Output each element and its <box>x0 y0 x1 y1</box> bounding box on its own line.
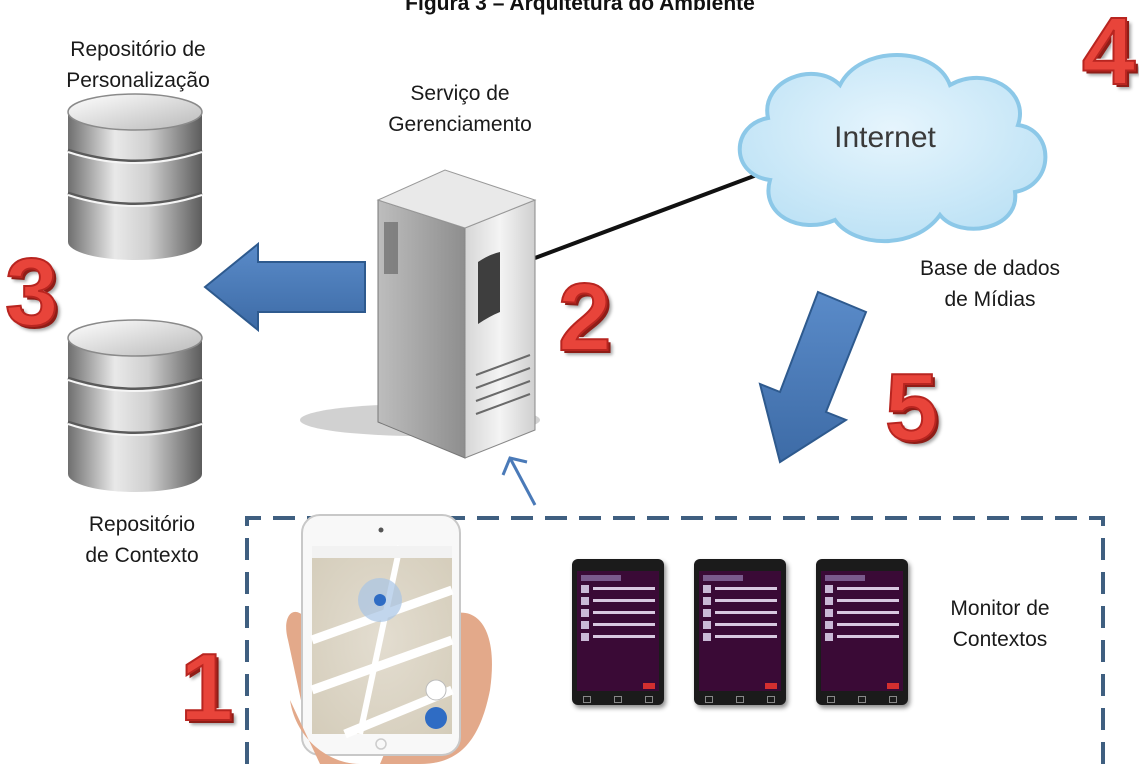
arrow-to-repositories <box>203 241 366 333</box>
label-line: Monitor de <box>950 597 1050 620</box>
database-contexto-icon <box>67 319 203 492</box>
label-line: de Contexto <box>85 544 199 567</box>
label-line: Contextos <box>952 628 1048 651</box>
label-servico-gerenciamento: Serviço de Gerenciamento <box>360 78 560 140</box>
android-tablet-1 <box>572 559 664 705</box>
step-number-1: 1 <box>179 634 234 741</box>
label-line: Serviço de <box>410 82 510 105</box>
arrow-monitor-to-server <box>501 456 537 506</box>
android-tablet-2 <box>694 559 786 705</box>
internet-cloud-icon <box>737 53 1048 244</box>
label-base-dados-midias: Base de dados de Mídias <box>890 253 1090 315</box>
label-monitor-contextos: Monitor de Contextos <box>910 593 1090 655</box>
label-line: Repositório de <box>70 38 206 61</box>
arrow-to-monitor <box>758 290 868 464</box>
label-line: Personalização <box>66 69 210 92</box>
database-personalizacao-icon <box>67 93 203 260</box>
label-internet: Internet <box>834 121 936 154</box>
label-repositorio-contexto: Repositório de Contexto <box>42 509 242 571</box>
label-repositorio-personalizacao: Repositório de Personalização <box>38 34 238 96</box>
step-number-3: 3 <box>4 239 59 346</box>
connection-line <box>534 168 771 260</box>
label-line: Base de dados <box>919 257 1061 280</box>
label-line: Gerenciamento <box>388 113 532 136</box>
hand-tablet-icon <box>286 514 492 764</box>
server-icon <box>300 169 540 459</box>
android-tablet-3 <box>816 559 908 705</box>
label-line: Repositório <box>88 513 196 536</box>
label-line: de Mídias <box>944 288 1036 311</box>
step-number-4: 4 <box>1081 0 1136 105</box>
step-number-2: 2 <box>557 264 612 371</box>
step-number-5: 5 <box>884 354 939 461</box>
monitor-dashed-box <box>245 516 1105 764</box>
figure-title: Figura 3 – Arquitetura do Ambiente <box>405 0 755 15</box>
